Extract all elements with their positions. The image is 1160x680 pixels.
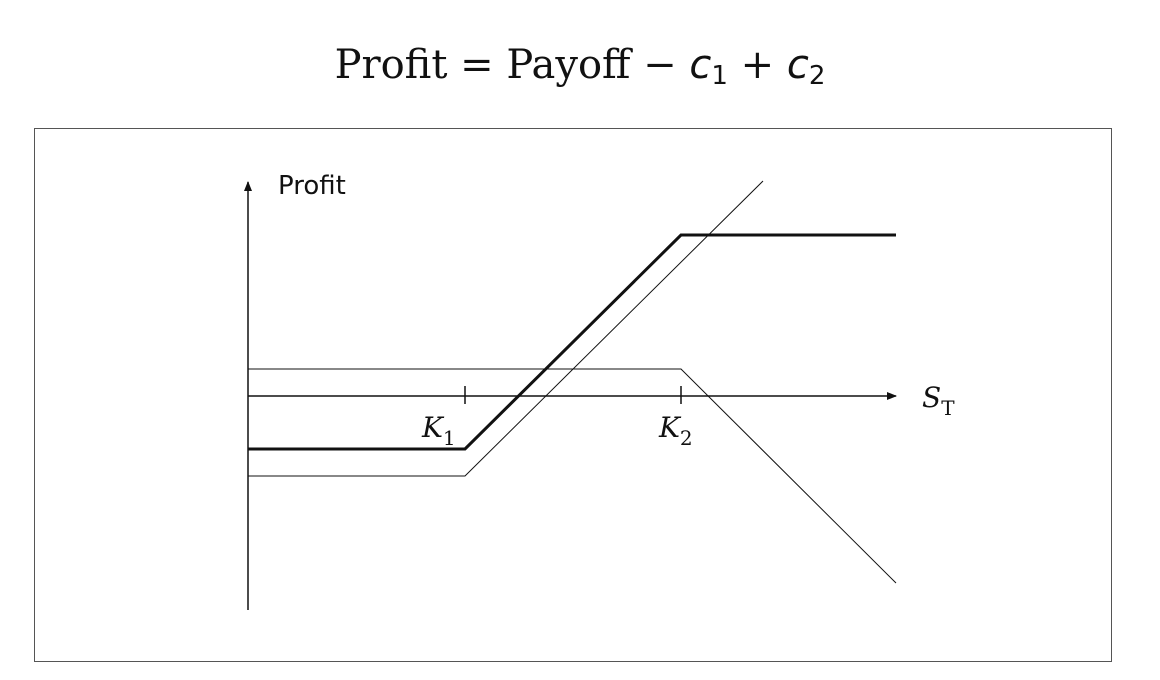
- k2-label: K2: [658, 411, 693, 450]
- x-axis-label-sub: T: [941, 396, 955, 420]
- long-call-line: [248, 180, 764, 477]
- x-axis-label-main: S: [922, 381, 941, 414]
- y-axis-label: Profit: [278, 171, 346, 201]
- k1-label: K1: [421, 411, 456, 450]
- c2-var: c: [786, 42, 809, 88]
- k2-label-sub: 2: [680, 426, 693, 450]
- formula-prefix: Profit = Payoff −: [334, 42, 690, 88]
- c1-var: c: [689, 42, 712, 88]
- k1-label-sub: 1: [443, 426, 456, 450]
- k1-label-main: K: [421, 411, 445, 444]
- x-axis-label: ST: [922, 381, 955, 420]
- c1-sub: 1: [711, 61, 728, 91]
- bull-spread-profit-line: [248, 233, 896, 451]
- k2-label-main: K: [658, 411, 682, 444]
- diagram-frame: [34, 128, 1112, 662]
- short-call-line: [248, 368, 897, 584]
- formula-title: Profit = Payoff − c1 + c2: [0, 30, 1160, 100]
- formula-mid: +: [727, 42, 787, 88]
- c2-sub: 2: [808, 61, 826, 91]
